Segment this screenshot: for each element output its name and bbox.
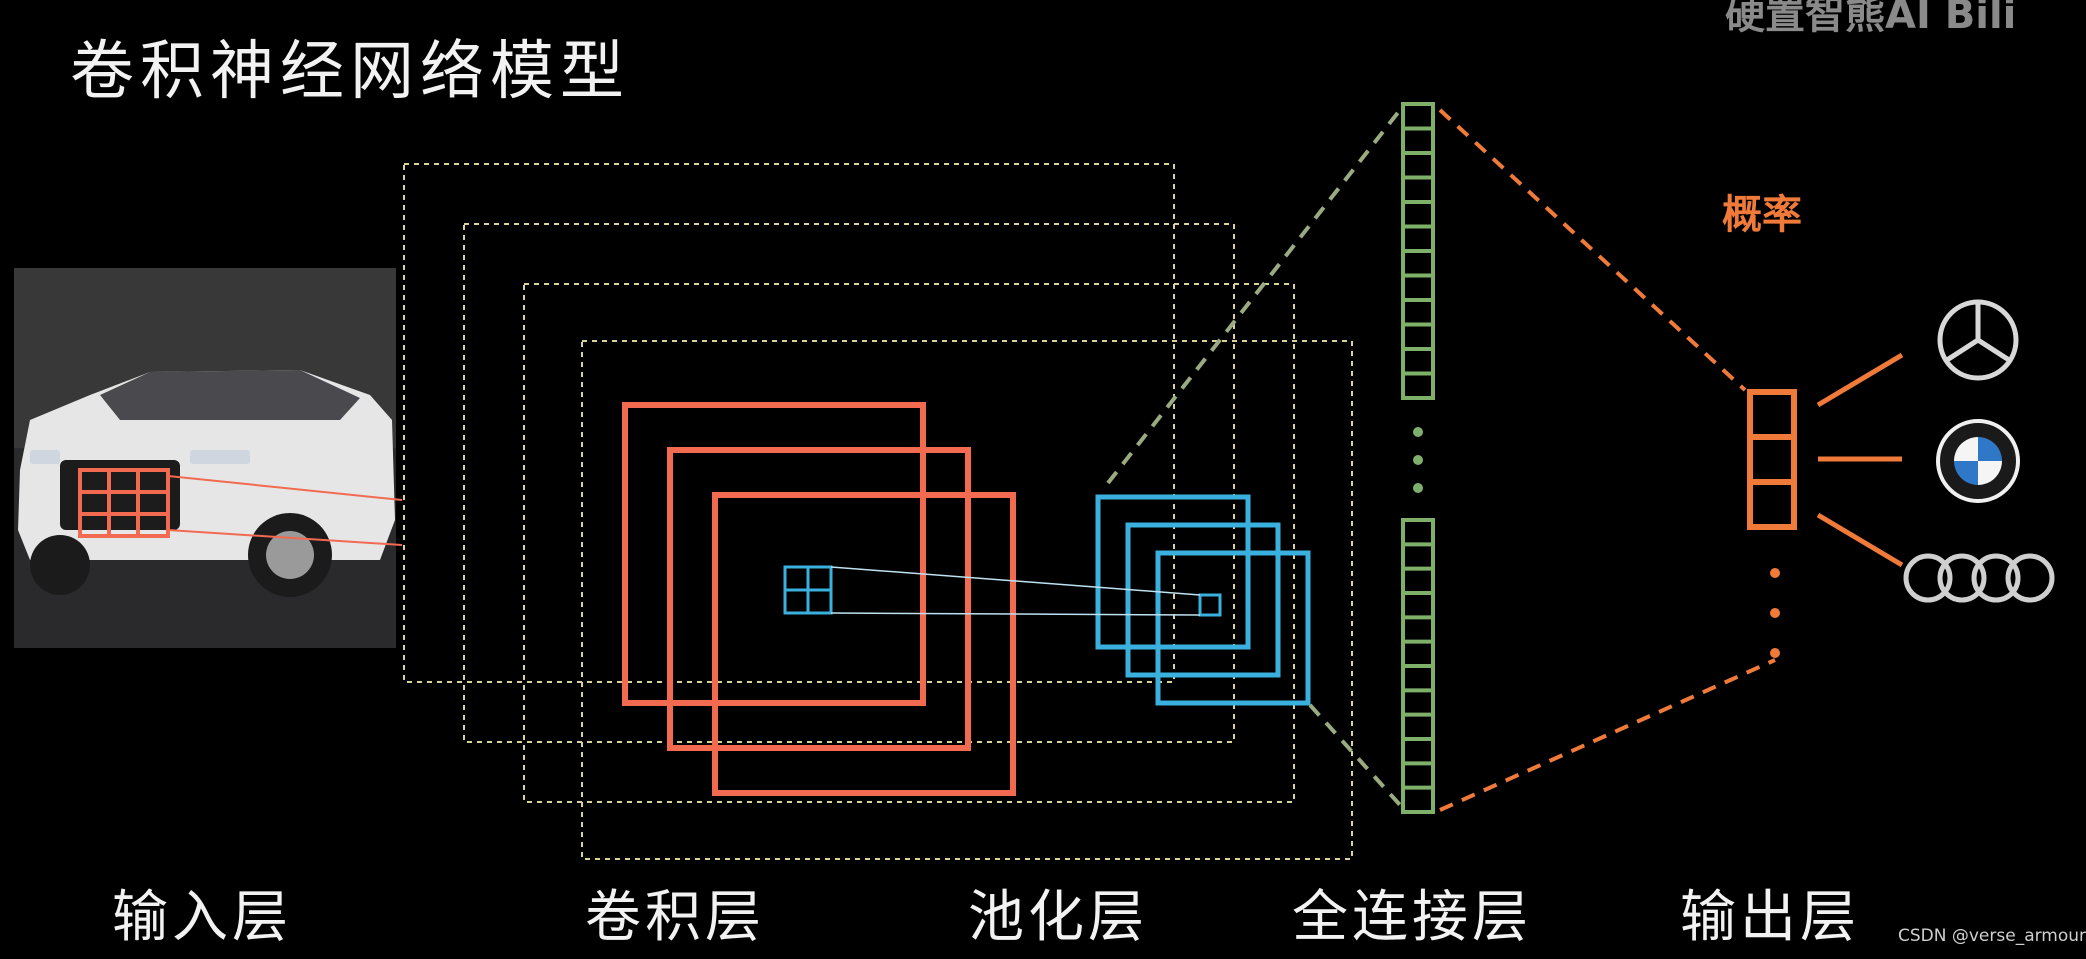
watermark: 硬置智熊AI Bili — [1725, 0, 2017, 38]
label-fc-layer: 全连接层 — [1292, 885, 1532, 950]
fc-ellipsis — [1413, 427, 1423, 493]
label-input-layer: 输入层 — [112, 885, 292, 950]
dashed-frames — [403, 163, 1353, 860]
audi-logo — [1903, 553, 2055, 603]
conv-kernel — [783, 565, 833, 615]
bmw-logo — [1936, 419, 2020, 503]
label-output-layer: 输出层 — [1680, 885, 1860, 950]
label-pool-layer: 池化层 — [968, 885, 1148, 950]
fc-layer-bottom — [1401, 518, 1435, 814]
diagram-title: 卷积神经网络模型 — [70, 35, 630, 109]
conv-layer-maps — [622, 402, 1016, 796]
fc-connection-lines — [1106, 108, 1776, 812]
pool-layer-maps — [1095, 494, 1311, 706]
label-conv-layer: 卷积层 — [585, 885, 765, 950]
credit-text: CSDN @verse_armour — [1898, 926, 2086, 946]
kernel-connection-lines — [830, 566, 1201, 616]
probability-label: 概率 — [1722, 192, 1802, 238]
output-layer-nodes — [1747, 389, 1797, 530]
output-connectors — [1816, 352, 1904, 568]
output-ellipsis — [1770, 568, 1780, 658]
fc-layer-top — [1401, 102, 1435, 400]
mercedes-benz-logo — [1937, 299, 2019, 381]
input-car-image — [14, 268, 403, 648]
